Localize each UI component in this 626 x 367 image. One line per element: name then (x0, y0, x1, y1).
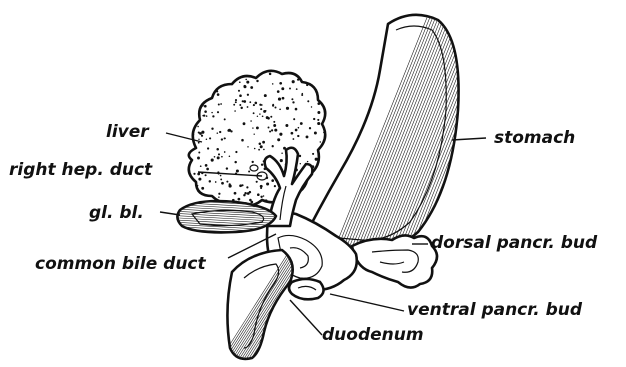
label-duodenum: duodenum (322, 325, 424, 345)
gall-bladder-shape (172, 200, 280, 239)
ventral-pancreatic-bud-shape (289, 279, 324, 299)
label-ventral-pancr-bud: ventral pancr. bud (407, 300, 583, 320)
label-right-hep-duct: right hep. duct (9, 160, 153, 180)
label-gl-bl: gl. bl. (89, 203, 144, 223)
label-dorsal-pancr-bud: dorsal pancr. bud (431, 233, 598, 253)
leader-duodenum (290, 300, 322, 335)
leader-ventral-pancr-bud (330, 294, 404, 311)
leader-stomach (452, 138, 486, 140)
label-common-bile-duct: common bile duct (35, 254, 207, 274)
label-stomach: stomach (494, 128, 575, 148)
dorsal-pancreatic-bud-shape (352, 235, 437, 287)
label-liver: liver (106, 122, 150, 142)
